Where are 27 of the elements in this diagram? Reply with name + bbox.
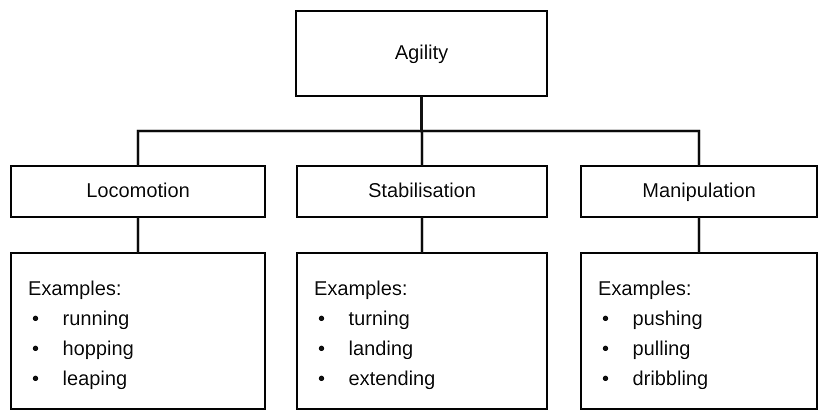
list-item: • landing xyxy=(318,337,414,362)
connector-line xyxy=(420,97,700,165)
category-box xyxy=(580,165,818,218)
list-item: • hopping xyxy=(32,337,135,362)
connector-line xyxy=(698,218,700,252)
category-box xyxy=(10,165,266,218)
examples-box xyxy=(580,252,818,410)
examples-box xyxy=(296,252,548,410)
box-label: Stabilisation xyxy=(368,180,476,203)
list-item: • turning xyxy=(318,307,411,332)
list-heading: Examples: xyxy=(598,277,692,302)
box-label: Manipulation xyxy=(642,180,756,203)
examples-box xyxy=(10,252,266,410)
list-item: • pushing xyxy=(602,307,704,332)
list-item: • leaping xyxy=(32,367,128,392)
list-heading: Examples: xyxy=(28,277,122,302)
box-label: Agility xyxy=(394,42,448,65)
list-heading: Examples: xyxy=(314,277,408,302)
box-label: Locomotion xyxy=(86,180,190,203)
list-item: • running xyxy=(32,307,130,332)
category-box xyxy=(295,10,548,97)
category-box xyxy=(296,165,548,218)
list-item: • extending xyxy=(318,367,436,392)
list-item: • pulling xyxy=(602,337,692,362)
connector-line xyxy=(420,218,424,252)
list-item: • dribbling xyxy=(602,367,710,392)
connector-line xyxy=(136,218,140,252)
